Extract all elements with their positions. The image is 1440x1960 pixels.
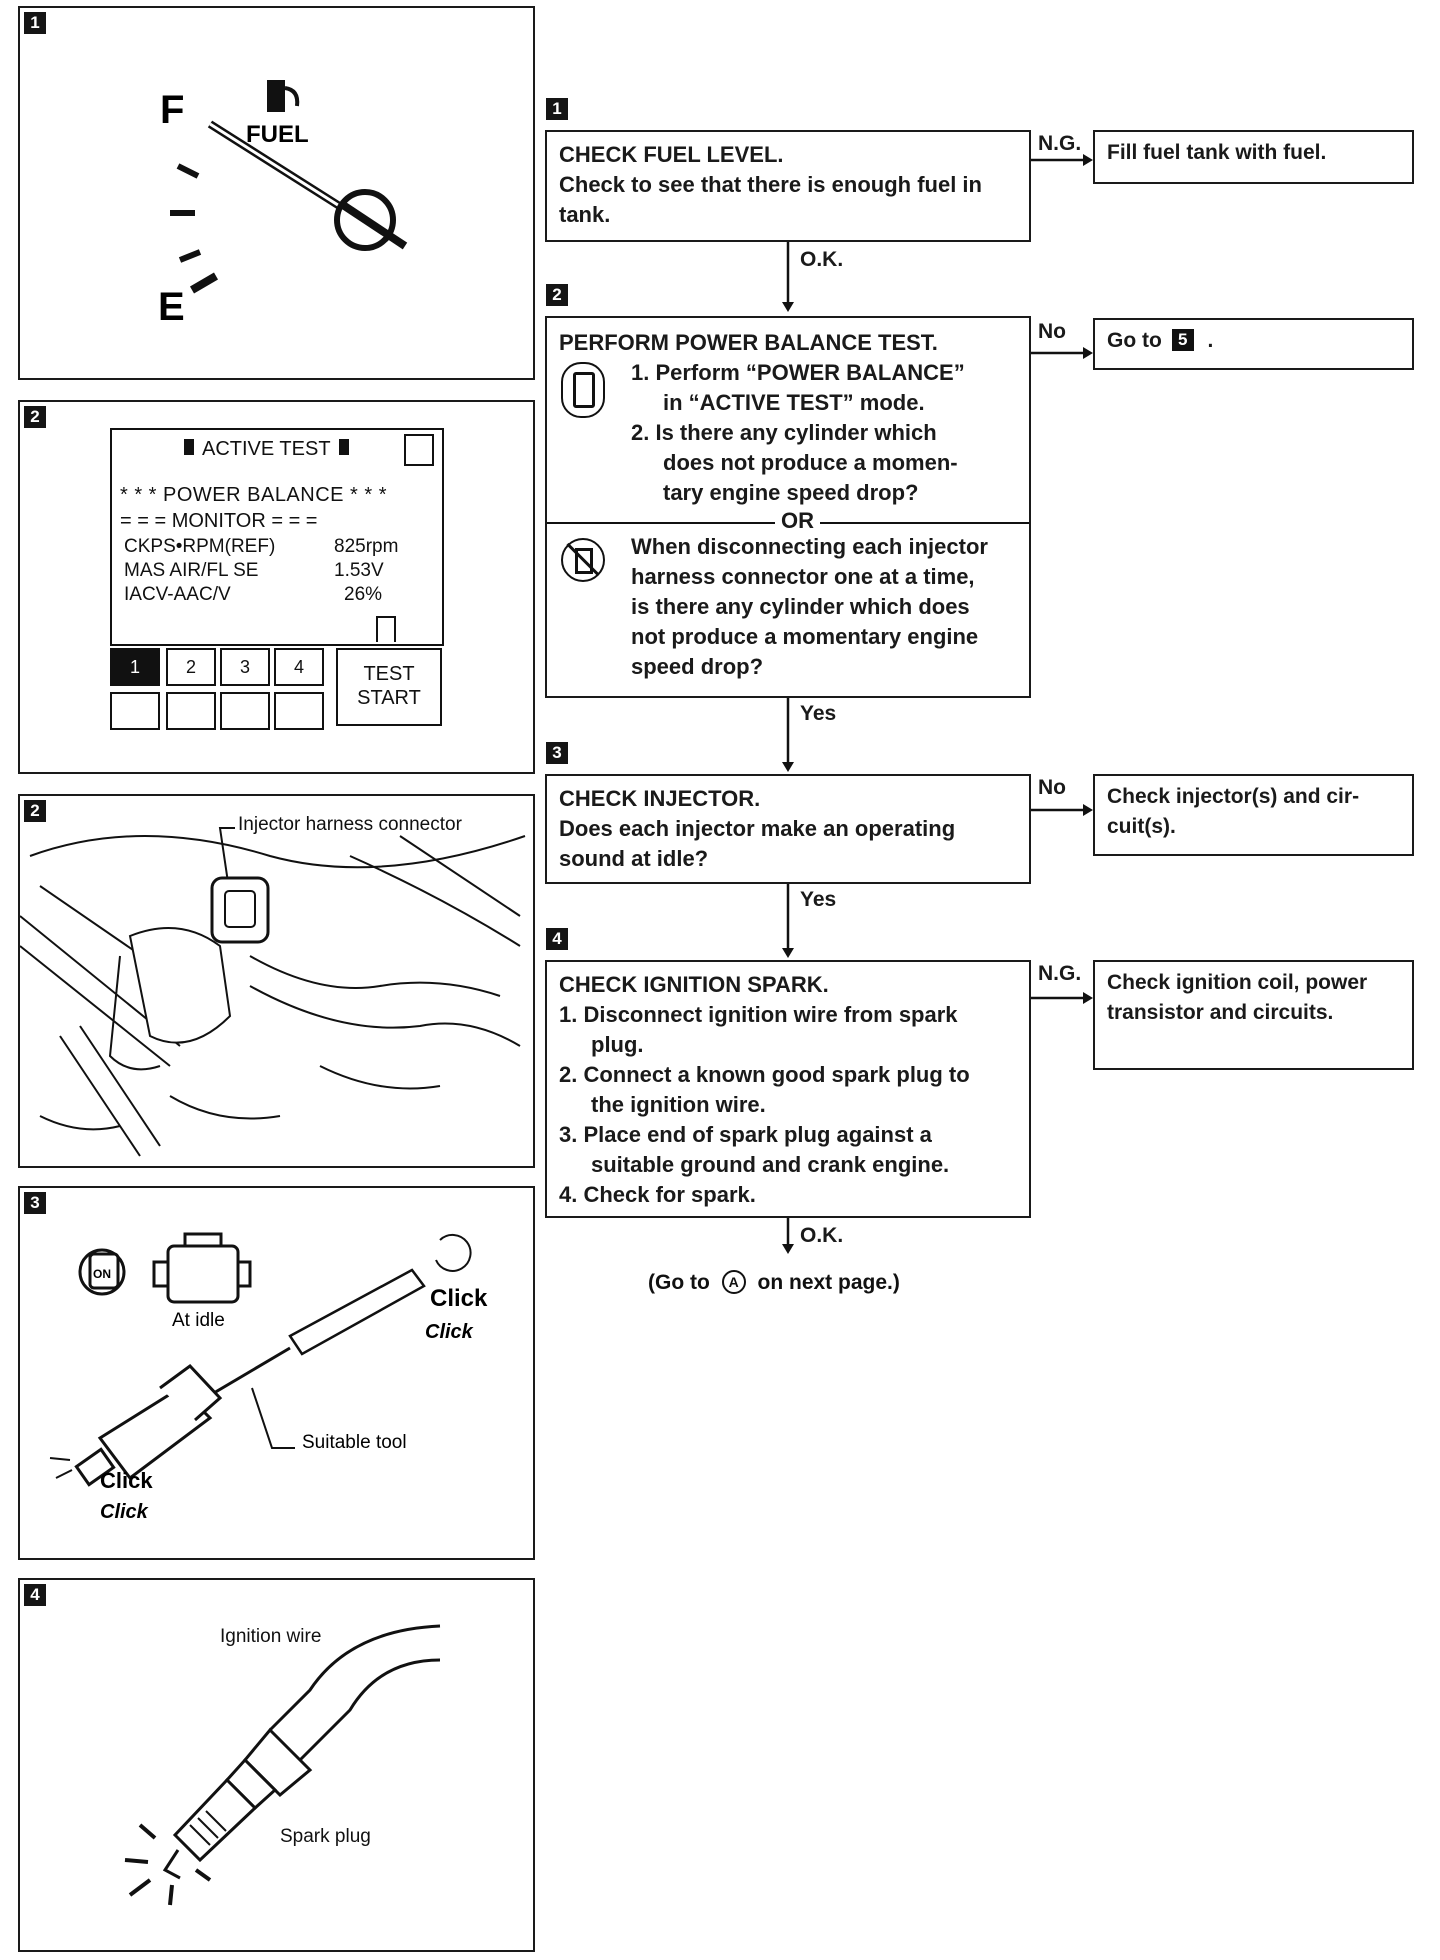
monitor-row: MAS AIR/FL SE xyxy=(124,560,259,581)
monitor-value: 825rpm xyxy=(334,536,399,557)
check-injector-result: Check injector(s) and cir- cuit(s). xyxy=(1093,774,1414,856)
cylinder-button-2[interactable]: 2 xyxy=(166,648,216,686)
or-label: OR xyxy=(775,506,820,536)
illustration-badge: 1 xyxy=(24,12,46,34)
step-ref-badge[interactable]: 5 xyxy=(1171,329,1194,351)
power-balance-header: * * * POWER BALANCE * * * xyxy=(120,484,388,506)
down-label: Yes xyxy=(800,702,837,725)
cylinder-button-4[interactable]: 4 xyxy=(274,648,324,686)
blank-button[interactable] xyxy=(220,692,270,730)
test-start-button[interactable]: TEST START xyxy=(336,648,442,726)
injector-tool-drawing: ON At idle Suitable tool Click Click Cli… xyxy=(49,1232,488,1523)
touch-pointer-icon xyxy=(376,616,396,642)
branch-label: No xyxy=(1038,320,1066,343)
fuel-pump-icon xyxy=(267,80,300,112)
branch-label: No xyxy=(1038,776,1066,799)
step-badge-2: 2 xyxy=(546,284,568,306)
gauge-empty-mark: E xyxy=(158,285,185,329)
tool-label: Suitable tool xyxy=(302,1432,407,1453)
check-injector-box: CHECK INJECTOR. Does each injector make … xyxy=(545,774,1031,884)
illustration-badge: 4 xyxy=(24,1584,46,1606)
blank-button[interactable] xyxy=(110,692,160,730)
callout-label: Injector harness connector xyxy=(238,814,462,835)
branch-label: N.G. xyxy=(1038,132,1082,155)
next-page-reference: (Go to A on next page.) xyxy=(648,1270,900,1294)
test-start-line: START xyxy=(357,687,421,709)
screen-checkbox[interactable] xyxy=(404,434,434,466)
step-title: CHECK FUEL LEVEL. xyxy=(559,142,784,167)
down-arrow xyxy=(782,1218,794,1254)
spark-plug-drawing xyxy=(124,1624,441,1906)
step-text: 1. Perform “POWER BALANCE” in “ACTIVE TE… xyxy=(631,360,965,505)
illustration-badge: 2 xyxy=(24,406,46,428)
consult-screen-illustration: 2 ACTIVE TEST * * * POWER BALANCE * * * … xyxy=(18,400,535,774)
step-text: 1. Disconnect ignition wire from spark p… xyxy=(559,1002,970,1207)
step-text: When disconnecting each injector harness… xyxy=(631,534,988,679)
blank-button[interactable] xyxy=(166,692,216,730)
monitor-row: IACV-AAC/V xyxy=(124,584,231,605)
step-badge-3: 3 xyxy=(546,742,568,764)
cylinder-button-1[interactable]: 1 xyxy=(110,648,160,686)
step-title: PERFORM POWER BALANCE TEST. xyxy=(559,330,938,355)
injector-connector-illustration: 2 Injector harness connector xyxy=(18,794,535,1168)
branch-arrow xyxy=(1031,804,1093,816)
down-arrow xyxy=(782,698,794,772)
consult-screen: ACTIVE TEST * * * POWER BALANCE * * * = … xyxy=(110,428,444,646)
down-label: O.K. xyxy=(800,1224,844,1247)
branch-arrow xyxy=(1031,992,1093,1004)
screen-title: ACTIVE TEST xyxy=(184,438,349,461)
at-idle-label: At idle xyxy=(172,1310,225,1331)
click-text: Click xyxy=(425,1321,474,1343)
illustration-badge: 3 xyxy=(24,1192,46,1214)
monitor-value: 26% xyxy=(344,584,383,605)
fuel-label: FUEL xyxy=(246,121,309,148)
down-arrow xyxy=(782,884,794,958)
check-fuel-level-box: CHECK FUEL LEVEL. Check to see that ther… xyxy=(545,130,1031,242)
step-badge-1: 1 xyxy=(546,98,568,120)
cylinder-button-3[interactable]: 3 xyxy=(220,648,270,686)
consult-icon xyxy=(561,362,605,418)
fuel-gauge-drawing: F E FUEL xyxy=(158,80,408,329)
check-ignition-coil-result: Check ignition coil, power transistor an… xyxy=(1093,960,1414,1070)
down-label: O.K. xyxy=(800,248,844,271)
click-text: Click xyxy=(100,1501,149,1523)
monitor-value: 1.53V xyxy=(334,560,384,581)
ignition-wire-label: Ignition wire xyxy=(220,1626,322,1647)
spark-plug-label: Spark plug xyxy=(280,1826,371,1847)
step-title: CHECK INJECTOR. xyxy=(559,786,761,811)
branch-arrow xyxy=(1031,347,1093,359)
monitor-row: CKPS•RPM(REF) xyxy=(124,536,276,557)
connector-ref-badge[interactable]: A xyxy=(721,1270,746,1294)
branch-arrow xyxy=(1031,154,1093,166)
injector-sound-illustration: 3 ON At idle Suitable tool Click Click C… xyxy=(18,1186,535,1560)
check-ignition-spark-box: CHECK IGNITION SPARK. 1. Disconnect igni… xyxy=(545,960,1031,1218)
step-text: Check to see that there is enough fuel i… xyxy=(559,172,982,227)
step-text: Does each injector make an operating sou… xyxy=(559,816,956,871)
engine-icon xyxy=(152,1232,252,1304)
ignition-key-icon: ON xyxy=(78,1248,126,1296)
go-to-step-result: Go to 5 . xyxy=(1093,318,1414,370)
monitor-header: = = = MONITOR = = = xyxy=(120,510,318,532)
step-title: CHECK IGNITION SPARK. xyxy=(559,972,829,997)
step-badge-4: 4 xyxy=(546,928,568,950)
down-arrow xyxy=(782,242,794,312)
test-start-line: TEST xyxy=(363,663,415,685)
no-tools-icon xyxy=(561,538,605,582)
branch-label: N.G. xyxy=(1038,962,1082,985)
svg-text:ON: ON xyxy=(93,1267,111,1281)
click-text: Click xyxy=(430,1285,488,1312)
blank-button[interactable] xyxy=(274,692,324,730)
fuel-gauge-illustration: 1 F E FUEL xyxy=(18,6,535,380)
power-balance-box: PERFORM POWER BALANCE TEST. 1. Perform “… xyxy=(545,316,1031,698)
down-label: Yes xyxy=(800,888,837,911)
spark-plug-illustration: 4 Ignition wire Spark plug xyxy=(18,1578,535,1952)
illustration-badge: 2 xyxy=(24,800,46,822)
click-text: Click xyxy=(100,1468,153,1493)
engine-drawing xyxy=(19,827,526,1157)
gauge-full-mark: F xyxy=(160,88,184,132)
fill-fuel-result: Fill fuel tank with fuel. xyxy=(1093,130,1414,184)
